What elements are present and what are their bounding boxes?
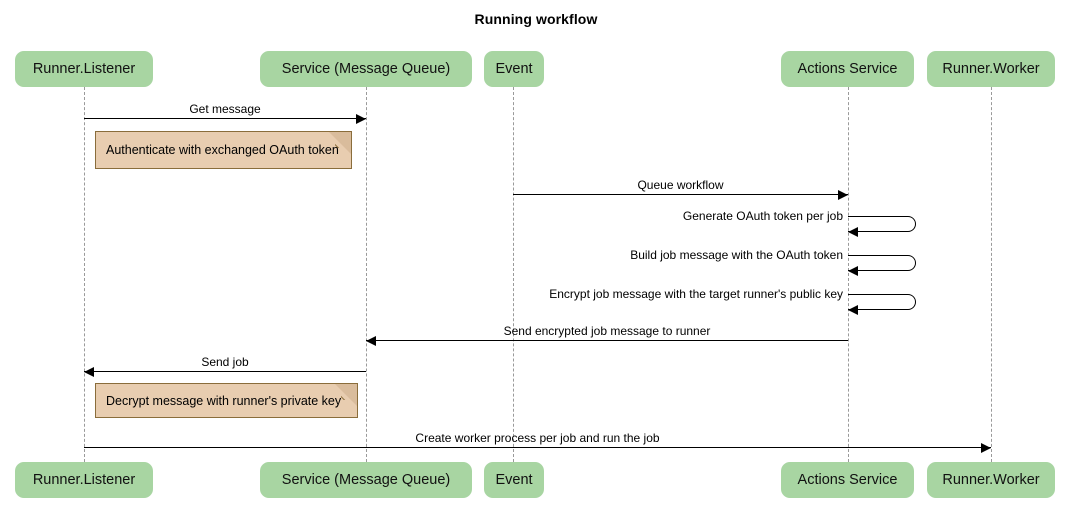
participant-label: Runner.Listener — [32, 472, 136, 488]
self-message-encrypt-job-message-with-the-target-runners-public-key — [848, 294, 916, 310]
message-line-queue-workflow — [513, 194, 848, 195]
participant-service-message-queue-top[interactable]: Service (Message Queue) — [260, 51, 472, 87]
note-text: Authenticate with exchanged OAuth token — [106, 143, 339, 157]
message-label-send-encrypted-job-message-to-runner: Send encrypted job message to runner — [503, 324, 711, 338]
message-label-create-worker-process-per-job-and-run-the-job: Create worker process per job and run th… — [415, 431, 660, 445]
message-line-send-encrypted-job-message-to-runner — [366, 340, 848, 341]
participant-label: Service (Message Queue) — [281, 61, 451, 77]
note-fold-edge-icon — [341, 384, 357, 400]
participant-label: Actions Service — [797, 61, 898, 77]
message-label-queue-workflow: Queue workflow — [637, 178, 724, 192]
participant-label: Runner.Listener — [32, 61, 136, 77]
participant-runner-worker-bottom[interactable]: Runner.Worker — [927, 462, 1055, 498]
participant-runner-worker-top[interactable]: Runner.Worker — [927, 51, 1055, 87]
note-text: Decrypt message with runner's private ke… — [106, 393, 342, 408]
message-line-get-message — [84, 118, 366, 119]
participant-runner-listener-bottom[interactable]: Runner.Listener — [15, 462, 153, 498]
participant-event-top[interactable]: Event — [484, 51, 544, 87]
participant-label: Actions Service — [797, 472, 898, 488]
message-line-send-job — [84, 371, 366, 372]
message-label-generate-oauth-token-per-job: Generate OAuth token per job — [682, 209, 843, 223]
arrow-head-icon-send-encrypted-job-message-to-runner — [366, 336, 376, 346]
lifeline-service-message-queue — [366, 87, 367, 462]
participant-event-bottom[interactable]: Event — [484, 462, 544, 498]
message-label-encrypt-job-message-with-the-target-runners-public-key: Encrypt job message with the target runn… — [549, 287, 843, 301]
note-authenticate: Authenticate with exchanged OAuth token — [95, 131, 352, 169]
participant-label: Event — [495, 61, 533, 77]
self-message-build-job-message-with-the-oauth-token — [848, 255, 916, 271]
arrow-head-icon-encrypt-job-message-with-the-target-runners-public-key — [848, 305, 858, 315]
participant-actions-service-bottom[interactable]: Actions Service — [781, 462, 914, 498]
participant-service-message-queue-bottom[interactable]: Service (Message Queue) — [260, 462, 472, 498]
participant-label: Runner.Worker — [942, 472, 1040, 488]
participant-actions-service-top[interactable]: Actions Service — [781, 51, 914, 87]
lifeline-runner-worker — [991, 87, 992, 462]
note-decrypt: Decrypt message with runner's private ke… — [95, 383, 358, 418]
participant-label: Event — [495, 472, 533, 488]
participant-label: Runner.Worker — [942, 61, 1040, 77]
self-message-generate-oauth-token-per-job — [848, 216, 916, 232]
note-fold-edge-icon — [335, 132, 351, 148]
message-line-create-worker-process-per-job-and-run-the-job — [84, 447, 991, 448]
arrow-head-icon-build-job-message-with-the-oauth-token — [848, 266, 858, 276]
lifeline-event — [513, 87, 514, 462]
participant-label: Service (Message Queue) — [281, 472, 451, 488]
arrow-head-icon-generate-oauth-token-per-job — [848, 227, 858, 237]
arrow-head-icon-create-worker-process-per-job-and-run-the-job — [981, 443, 991, 453]
message-label-send-job: Send job — [201, 355, 249, 369]
participant-runner-listener-top[interactable]: Runner.Listener — [15, 51, 153, 87]
page-title: Running workflow — [474, 11, 598, 27]
message-label-get-message: Get message — [189, 102, 261, 116]
message-label-build-job-message-with-the-oauth-token: Build job message with the OAuth token — [630, 248, 843, 262]
lifeline-runner-listener — [84, 87, 85, 462]
arrow-head-icon-queue-workflow — [838, 190, 848, 200]
arrow-head-icon-get-message — [356, 114, 366, 124]
arrow-head-icon-send-job — [84, 367, 94, 377]
